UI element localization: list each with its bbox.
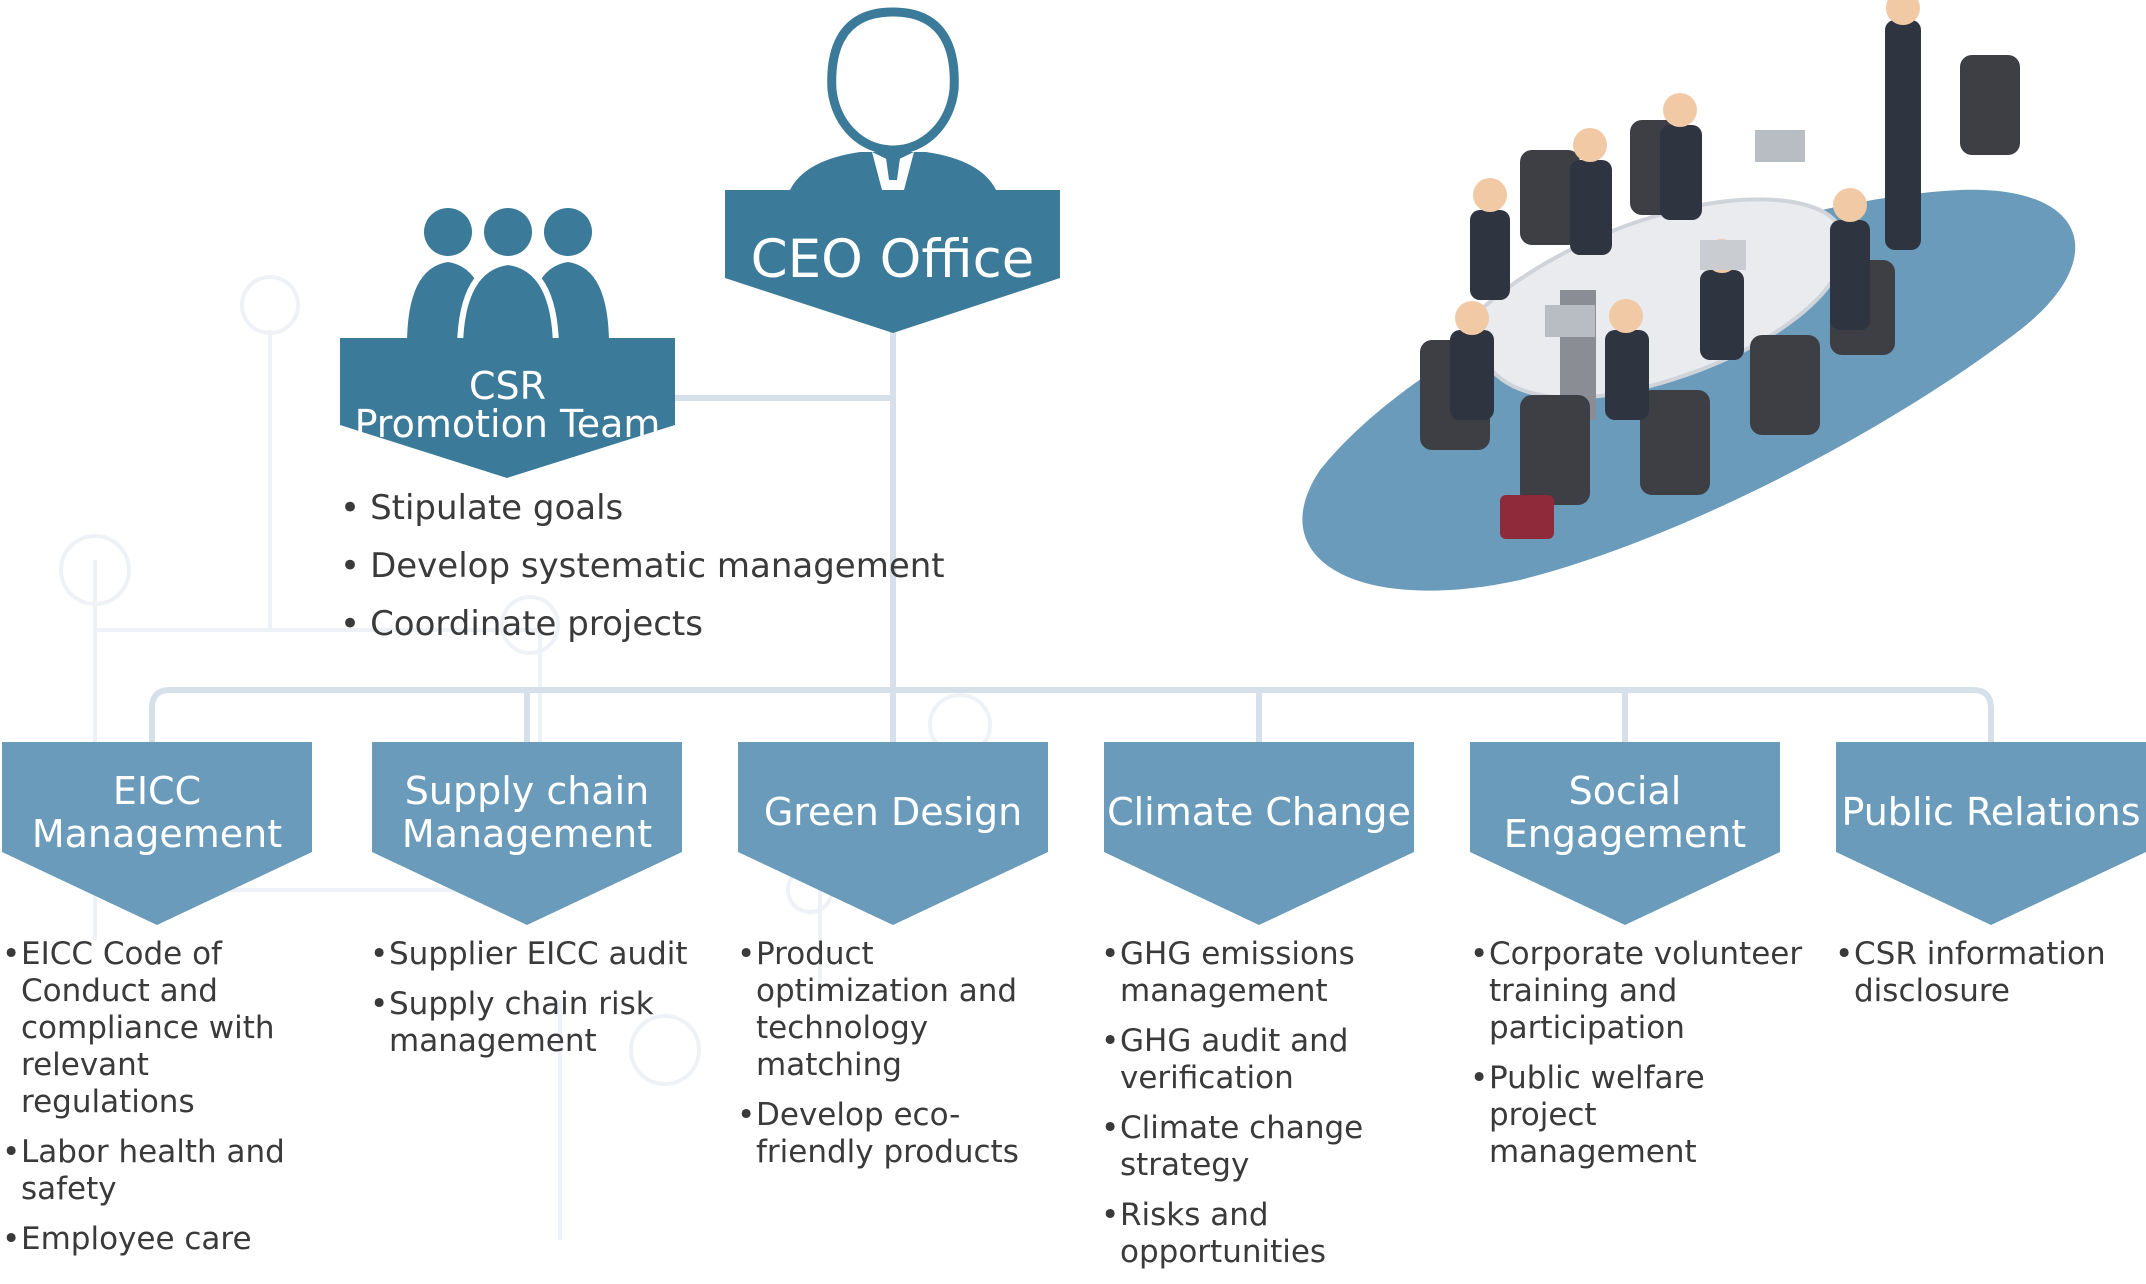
list-item: Corporate volunteer training and partici…: [1470, 936, 1810, 1047]
list-item: Develop systematic management: [340, 546, 945, 586]
social-engagement-box: Social Engagement: [1470, 740, 1780, 885]
eicc-management-box: EICC Management: [2, 740, 312, 885]
list-item: Develop eco-friendly products: [737, 1097, 1072, 1171]
department-label: Social Engagement: [1503, 768, 1747, 856]
supply-chain-management-duties: Supplier EICC audit Supply chain risk ma…: [370, 936, 700, 1073]
department-label: Green Design: [763, 790, 1023, 835]
list-item: Risks and opportunities: [1101, 1197, 1451, 1271]
climate-change-box: Climate Change: [1104, 740, 1414, 885]
team-icon: [407, 208, 609, 348]
list-item: Stipulate goals: [340, 488, 945, 528]
csr-team-box: CSR Promotion Team: [340, 340, 675, 470]
ceo-office-label: CEO Office: [750, 228, 1035, 290]
list-item: Coordinate projects: [340, 604, 945, 644]
list-item: Product optimization and technology matc…: [737, 936, 1072, 1084]
public-relations-box: Public Relations: [1836, 740, 2146, 885]
csr-team-duties: Stipulate goals Develop systematic manag…: [340, 488, 945, 662]
ceo-office-box: CEO Office: [725, 190, 1060, 330]
meeting-illustration: [1302, 0, 2076, 591]
list-item: Labor health and safety: [2, 1134, 332, 1208]
list-item: Climate change strategy: [1101, 1110, 1451, 1184]
green-design-duties: Product optimization and technology matc…: [737, 936, 1072, 1184]
climate-change-duties: GHG emissions management GHG audit and v…: [1101, 936, 1451, 1284]
ceo-box-shape: [725, 190, 1060, 333]
public-relations-duties: CSR information disclosure: [1835, 936, 2135, 1023]
csr-team-label: CSR Promotion Team: [354, 364, 661, 446]
list-item: GHG audit and verification: [1101, 1023, 1451, 1097]
supply-chain-management-box: Supply chain Management: [372, 740, 682, 885]
list-item: Public welfare project management: [1470, 1060, 1810, 1171]
social-engagement-duties: Corporate volunteer training and partici…: [1470, 936, 1810, 1184]
department-label: Supply chain Management: [401, 768, 653, 856]
list-item: Supply chain risk management: [370, 986, 700, 1060]
csr-box-shape: [340, 338, 675, 478]
list-item: CSR information disclosure: [1835, 936, 2135, 1010]
green-design-box: Green Design: [738, 740, 1048, 885]
list-item: Supplier EICC audit: [370, 936, 700, 973]
department-label: Public Relations: [1841, 790, 2141, 835]
list-item: EICC Code of Conduct and compliance with…: [2, 936, 332, 1121]
eicc-management-duties: EICC Code of Conduct and compliance with…: [2, 936, 332, 1271]
list-item: GHG emissions management: [1101, 936, 1451, 1010]
org-chart-canvas: [2, 0, 2146, 1240]
department-label: Climate Change: [1107, 790, 1411, 835]
department-label: EICC Management: [31, 768, 283, 856]
department-shapes: [2, 742, 2146, 925]
ceo-person-icon: [790, 7, 996, 190]
